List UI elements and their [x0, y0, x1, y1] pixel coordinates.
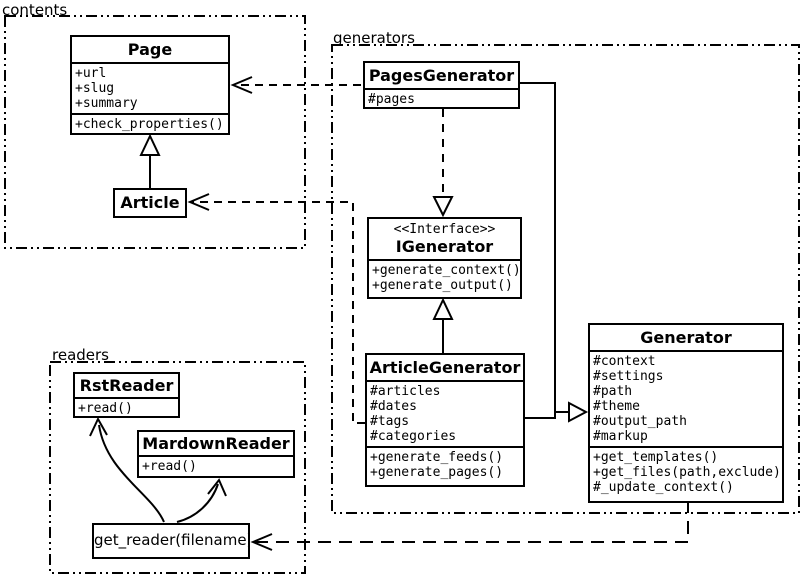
class-articlegenerator: ArticleGenerator #articles #dates #tags …: [365, 353, 525, 487]
method: +generate_pages(): [370, 465, 504, 480]
class-page-methods: +check_properties(): [72, 113, 228, 133]
class-rstreader-name: RstReader: [79, 376, 174, 395]
class-generator-attributes: #context #settings #path #theme #output_…: [590, 350, 782, 446]
class-articlegenerator-attributes: #articles #dates #tags #categories: [367, 380, 523, 446]
class-page-attributes: +url +slug +summary: [72, 62, 228, 113]
method: +check_properties(): [75, 117, 224, 132]
attribute: #categories: [370, 429, 457, 444]
class-mardownreader-methods: +read(): [139, 455, 293, 476]
attribute: #theme: [593, 399, 640, 414]
method: +get_templates(): [593, 450, 719, 465]
attribute: #pages: [368, 92, 415, 107]
class-igenerator-methods: +generate_context() +generate_output(): [369, 259, 520, 295]
attribute: #markup: [593, 429, 648, 444]
inheritance-arrow-generators-to-generator: [520, 82, 589, 423]
class-page: Page +url +slug +summary +check_properti…: [70, 35, 230, 135]
attribute: #dates: [370, 399, 417, 414]
inheritance-arrow-articlegenerator-to-igenerator: [432, 297, 454, 353]
attribute: +slug: [75, 81, 115, 96]
attribute: #articles: [370, 384, 441, 399]
class-igenerator-name: IGenerator: [395, 237, 494, 256]
method: +read(): [78, 401, 133, 416]
class-pagesgenerator: PagesGenerator #pages: [363, 61, 520, 109]
method: #_update_context(): [593, 480, 734, 495]
class-generator: Generator #context #settings #path #them…: [588, 323, 784, 503]
attribute: +url: [75, 66, 107, 81]
method: +get_files(path,exclude): [593, 465, 781, 480]
dependency-arrow-articlegenerator-to-article: [187, 193, 365, 424]
attribute: #settings: [593, 369, 664, 384]
class-mardownreader: MardownReader +read(): [137, 430, 295, 478]
class-igenerator: <<Interface>> IGenerator +generate_conte…: [367, 217, 522, 299]
package-label-contents: contents: [2, 1, 68, 19]
class-generator-name: Generator: [640, 328, 732, 347]
method: +read(): [142, 459, 197, 474]
dependency-arrow-pagesgenerator-to-page: [230, 76, 361, 94]
class-article: Article: [113, 188, 187, 218]
class-igenerator-stereotype: <<Interface>>: [393, 222, 496, 237]
attribute: #output_path: [593, 414, 687, 429]
attribute: +summary: [75, 96, 138, 111]
inheritance-arrow-article-to-page: [139, 133, 161, 188]
node-get-reader: get_reader(filename): [92, 523, 250, 559]
method: +generate_feeds(): [370, 450, 504, 465]
class-pagesgenerator-attributes: #pages: [365, 88, 518, 107]
class-generator-methods: +get_templates() +get_files(path,exclude…: [590, 446, 782, 497]
package-label-readers: readers: [52, 346, 109, 364]
attribute: #context: [593, 354, 656, 369]
realization-arrow-pagesgenerator-to-igenerator: [432, 109, 454, 218]
class-articlegenerator-methods: +generate_feeds() +generate_pages(): [367, 446, 523, 482]
class-rstreader-methods: +read(): [75, 397, 178, 416]
method: +generate_context(): [372, 263, 521, 278]
class-articlegenerator-name: ArticleGenerator: [369, 358, 521, 377]
attribute: #tags: [370, 414, 410, 429]
class-page-name: Page: [127, 40, 173, 59]
class-rstreader: RstReader +read(): [73, 372, 180, 418]
class-mardownreader-name: MardownReader: [142, 434, 290, 453]
call-arrow-getreader-to-mardownreader: [176, 478, 227, 523]
attribute: #path: [593, 384, 633, 399]
method: +generate_output(): [372, 278, 513, 293]
package-label-generators: generators: [333, 29, 415, 47]
class-pagesgenerator-name: PagesGenerator: [368, 66, 515, 85]
dependency-arrow-generator-to-getreader: [250, 500, 689, 551]
